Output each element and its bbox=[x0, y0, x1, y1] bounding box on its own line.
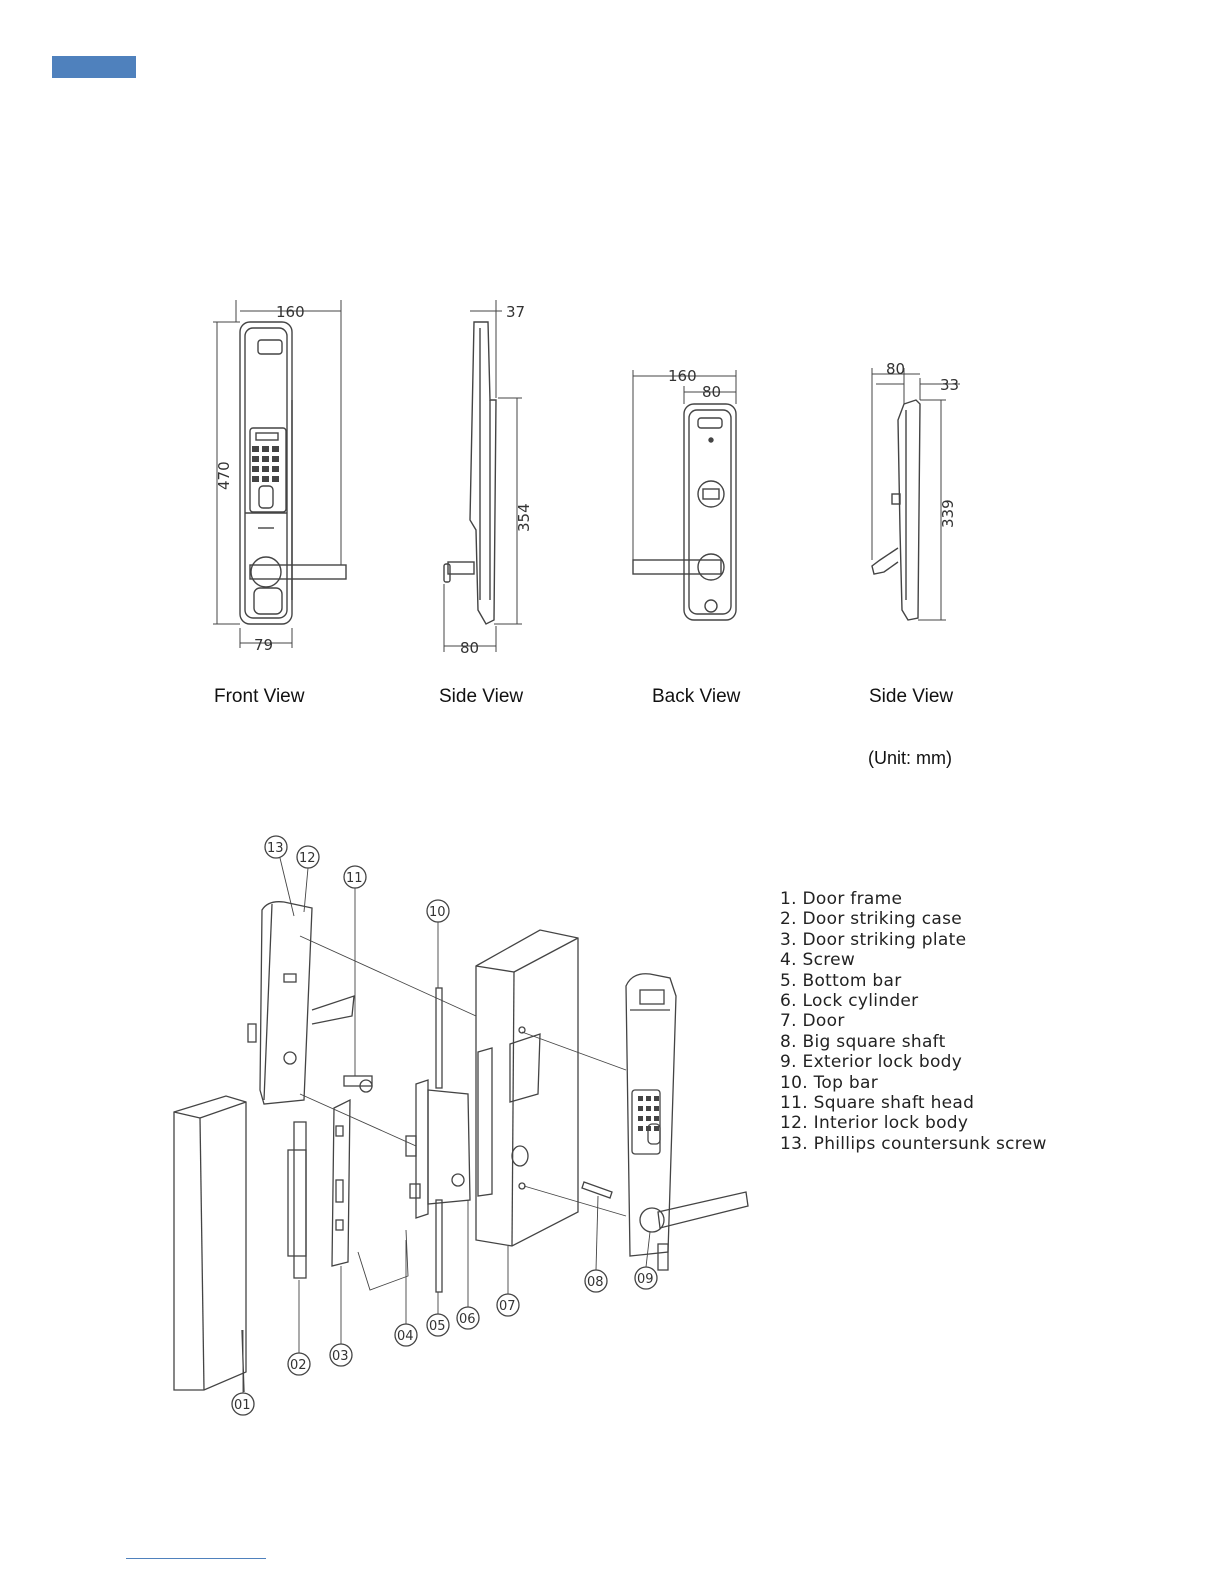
parts-list-item: 5. Bottom bar bbox=[780, 970, 902, 991]
door-frame-part bbox=[173, 1095, 247, 1393]
parts-list-item: 9. Exterior lock body bbox=[780, 1052, 963, 1073]
parts-list-item: 8. Big square shaft bbox=[780, 1031, 946, 1052]
mortise-lock-part bbox=[405, 1079, 471, 1219]
callout-03: 03 bbox=[332, 1349, 349, 1364]
dim-side1-bottom: 80 bbox=[460, 639, 479, 657]
parts-list: 1. Door frame 2. Door striking case 3. D… bbox=[780, 889, 1047, 1154]
door-part bbox=[475, 929, 579, 1247]
parts-list-item: 6. Lock cylinder bbox=[780, 991, 919, 1012]
side-view-2-drawing bbox=[871, 368, 960, 621]
unit-note: (Unit: mm) bbox=[868, 748, 952, 768]
striking-plate-part bbox=[331, 1098, 351, 1267]
interior-lock-body-part bbox=[247, 901, 355, 1105]
callout-10: 10 bbox=[429, 905, 446, 920]
front-view-drawing bbox=[213, 300, 347, 648]
dim-side2-top: 80 bbox=[886, 360, 905, 378]
callout-04: 04 bbox=[397, 1329, 414, 1344]
dim-side2-depth: 33 bbox=[940, 376, 959, 394]
callout-07: 07 bbox=[499, 1299, 516, 1314]
caption-side-view-1: Side View bbox=[439, 686, 524, 707]
big-square-shaft-part bbox=[581, 1181, 613, 1199]
parts-list-item: 11. Square shaft head bbox=[780, 1093, 975, 1114]
dim-side2-height: 339 bbox=[939, 499, 957, 528]
callout-08: 08 bbox=[587, 1275, 604, 1290]
dim-side1-height: 354 bbox=[515, 503, 533, 532]
back-view-drawing bbox=[632, 370, 737, 621]
parts-list-item: 10. Top bar bbox=[780, 1072, 879, 1093]
parts-list-item: 4. Screw bbox=[780, 950, 856, 971]
callout-12: 12 bbox=[299, 851, 316, 866]
square-shaft-head-part bbox=[343, 1075, 373, 1093]
dim-back-half: 80 bbox=[702, 383, 721, 401]
callout-02: 02 bbox=[290, 1358, 307, 1373]
parts-list-item: 13. Phillips countersunk screw bbox=[780, 1133, 1047, 1154]
striking-case-part bbox=[287, 1121, 307, 1279]
parts-list-item: 3. Door striking plate bbox=[780, 929, 967, 950]
orthographic-views-drawing: 160 470 79 37 354 80 160 80 80 33 339 bbox=[213, 300, 960, 657]
parts-list-item: 1. Door frame bbox=[780, 889, 903, 909]
parts-list-item: 7. Door bbox=[780, 1011, 845, 1032]
parts-list-item: 2. Door striking case bbox=[780, 909, 963, 930]
dim-side1-depth: 37 bbox=[506, 303, 525, 321]
header-accent-bar bbox=[52, 56, 136, 78]
caption-side-view-2: Side View bbox=[869, 686, 954, 707]
dim-front-height: 470 bbox=[215, 461, 233, 490]
dim-back-width: 160 bbox=[668, 367, 697, 385]
callout-06: 06 bbox=[459, 1312, 476, 1327]
caption-front-view: Front View bbox=[214, 686, 305, 707]
callout-01: 01 bbox=[234, 1398, 251, 1413]
dim-front-bottom-width: 79 bbox=[254, 636, 273, 654]
exterior-lock-body-part bbox=[625, 973, 749, 1271]
callout-13: 13 bbox=[267, 841, 284, 856]
caption-back-view: Back View bbox=[652, 686, 741, 707]
callout-11: 11 bbox=[346, 871, 363, 886]
exploded-assembly-drawing: 01 02 03 04 05 06 07 08 09 10 11 12 13 bbox=[173, 835, 749, 1416]
side-view-1-drawing bbox=[443, 300, 522, 652]
callout-05: 05 bbox=[429, 1319, 446, 1334]
parts-list-item: 12. Interior lock body bbox=[780, 1113, 969, 1134]
callout-09: 09 bbox=[637, 1272, 654, 1287]
dim-front-width: 160 bbox=[276, 303, 305, 321]
footer-accent-line bbox=[126, 1558, 266, 1559]
top-bar-part bbox=[435, 987, 443, 1293]
